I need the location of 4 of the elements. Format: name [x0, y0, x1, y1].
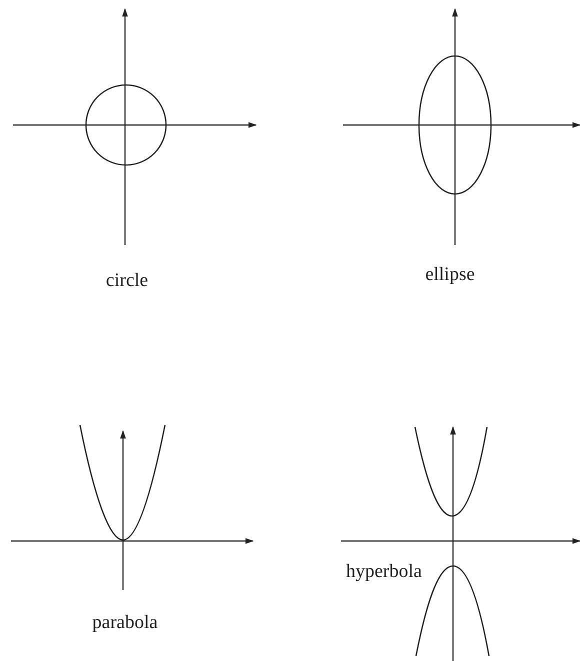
- curve-name: circle: [106, 271, 148, 290]
- curve-name: parabola: [92, 613, 158, 632]
- curve-name: hyperbola: [346, 562, 422, 581]
- curve-name: ellipse: [425, 265, 475, 284]
